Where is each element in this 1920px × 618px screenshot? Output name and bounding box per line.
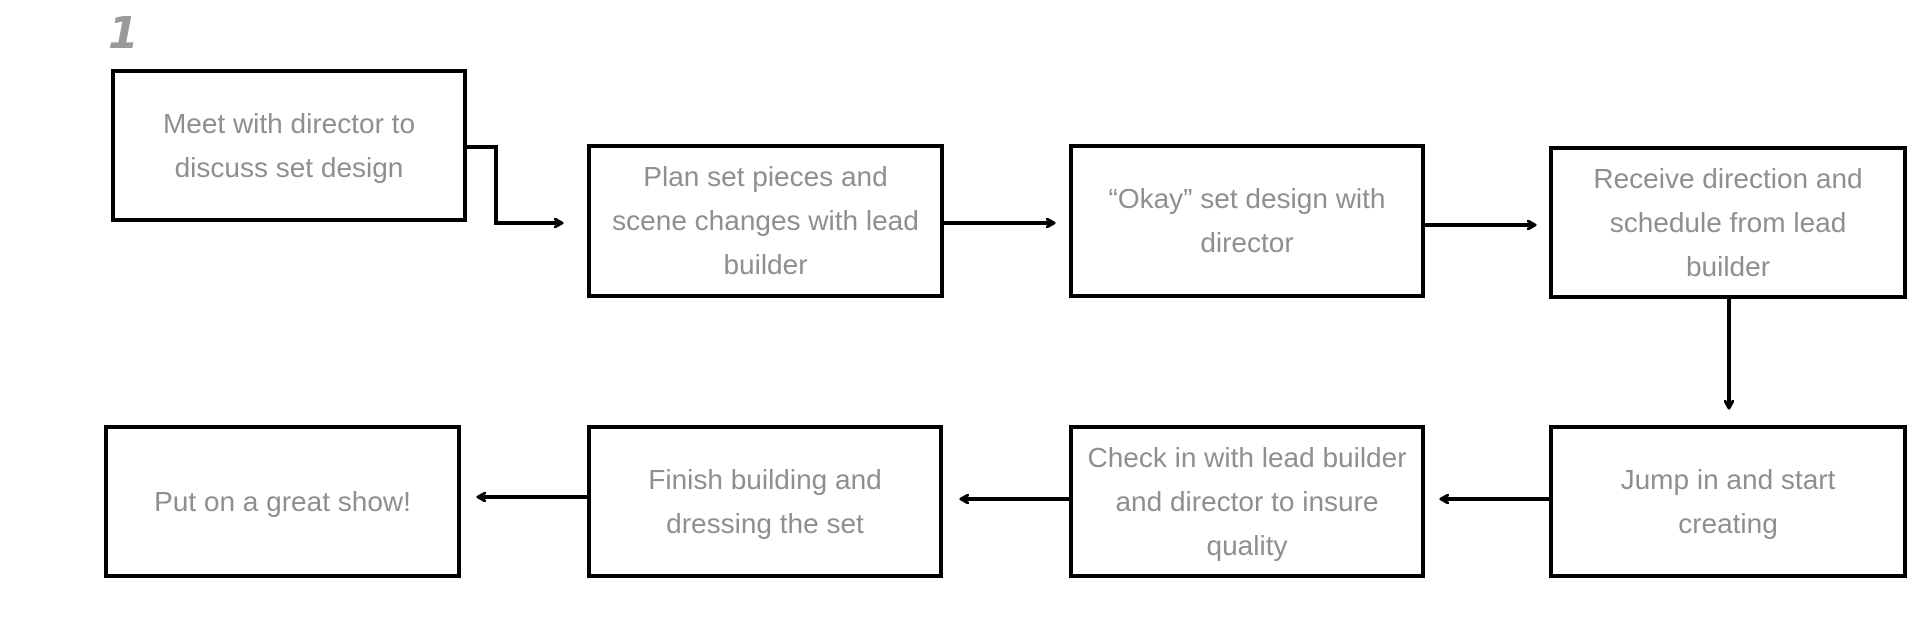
step-7-box: Finish building and dressing the set	[587, 425, 943, 578]
step-3-label: “Okay” set design with director	[1108, 183, 1386, 258]
arrow-step-1-to-step-2	[467, 145, 562, 223]
step-4-box: Receive direction and schedule from lead…	[1549, 146, 1907, 299]
step-2-label: Plan set pieces and scene changes with l…	[612, 161, 919, 280]
step-1-box: Meet with director to discuss set design	[111, 69, 467, 222]
step-3-box: “Okay” set design with director	[1069, 144, 1425, 298]
step-8-label: Put on a great show!	[154, 485, 411, 517]
step-2-box: Plan set pieces and scene changes with l…	[587, 144, 944, 298]
step-4-label: Receive direction and schedule from lead…	[1593, 162, 1863, 282]
step-7-label: Finish building and dressing the set	[648, 463, 882, 539]
page-number: 1	[108, 8, 139, 59]
step-1-label: Meet with director to discuss set design	[162, 107, 416, 183]
step-6-box: Check in with lead builder and director …	[1069, 425, 1425, 578]
step-6-label: Check in with lead builder and director …	[1087, 441, 1407, 561]
step-5-label: Jump in and start creating	[1620, 463, 1836, 539]
step-5-box: Jump in and start creating	[1549, 425, 1907, 578]
step-8-box: Put on a great show!	[104, 425, 461, 578]
